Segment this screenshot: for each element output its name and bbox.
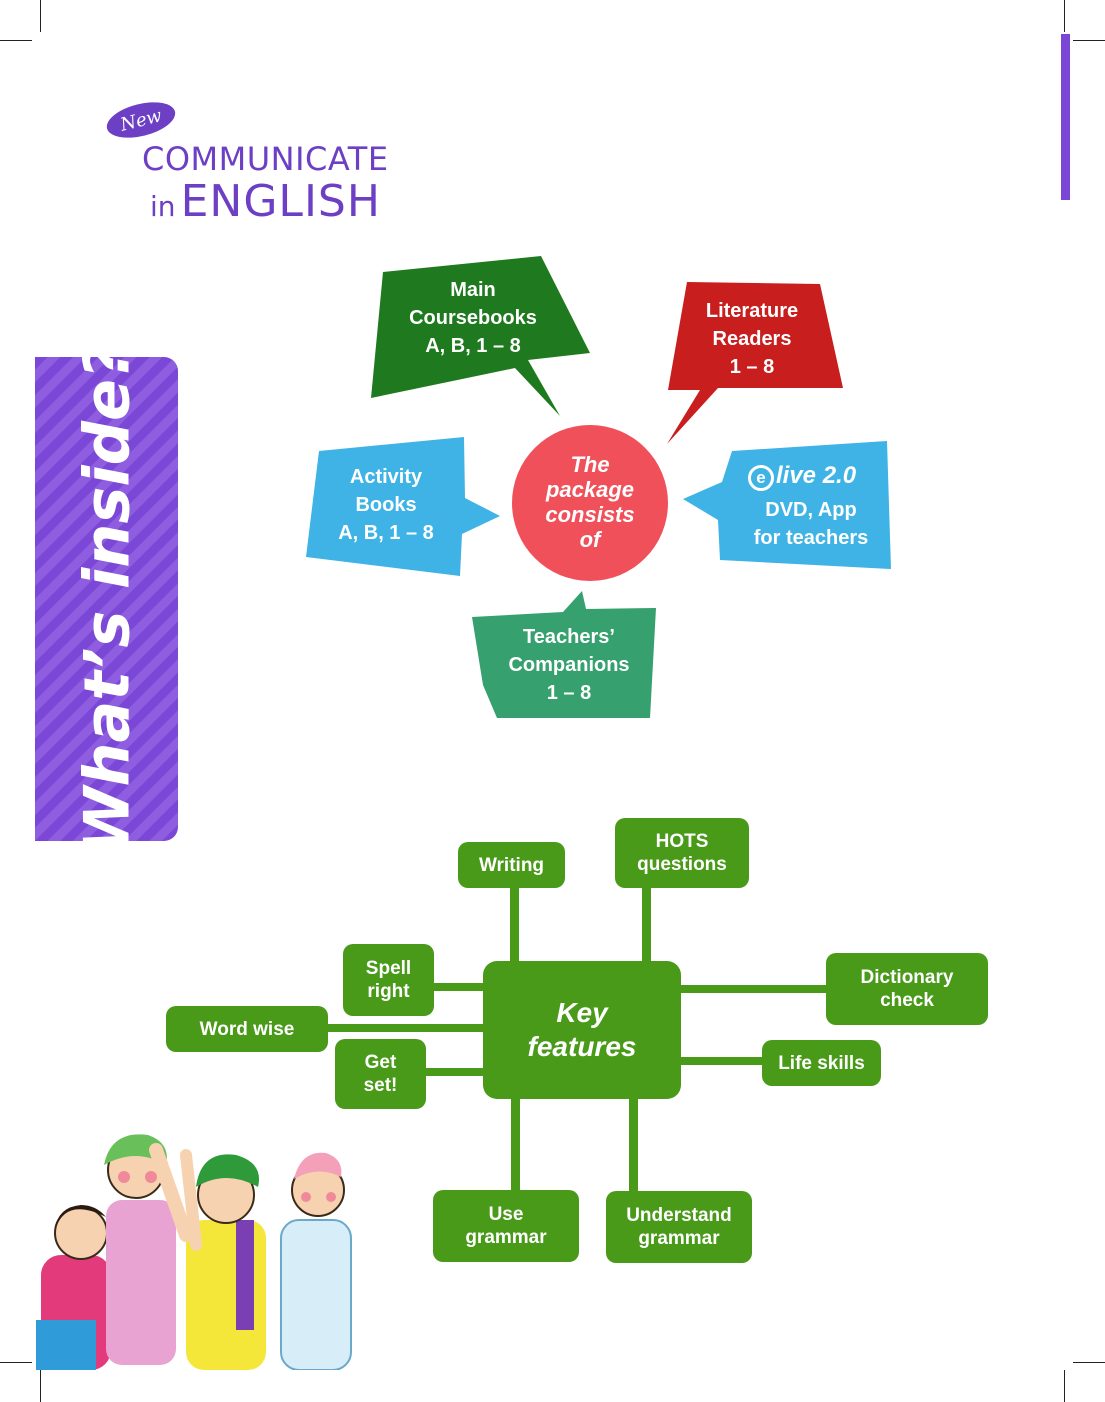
use-grammar-box: Use grammar (433, 1190, 579, 1262)
edge-accent-bar (1061, 34, 1070, 200)
side-title-ribbon (35, 357, 178, 841)
connector (430, 983, 490, 991)
label-line: DVD, App (765, 499, 857, 521)
label-line: Dictionary (860, 967, 954, 988)
label-line: Readers (712, 328, 792, 350)
label-line: The (570, 452, 610, 477)
main-coursebooks-bubble (371, 256, 590, 416)
logo-title-line1: COMMUNICATE (142, 140, 389, 178)
package-center-circle (512, 425, 668, 581)
literature-readers-bubble (667, 282, 843, 444)
elive-brand: live 2.0 (776, 462, 857, 489)
literature-readers-label: Literature Readers 1 – 8 (688, 297, 816, 381)
logo-english: ENGLISH (180, 176, 381, 227)
label-line: check (880, 990, 934, 1011)
crop-mark (1073, 40, 1105, 41)
label-line: package (545, 477, 635, 502)
elive-e-icon: e (748, 465, 774, 491)
figure-cheek (145, 1171, 157, 1183)
connector (420, 1068, 490, 1076)
crop-mark (0, 40, 32, 41)
understand-grammar-box: Understand grammar (606, 1191, 752, 1263)
connector (642, 885, 651, 965)
label-line: Get (364, 1052, 397, 1073)
label-line: consists (545, 502, 635, 527)
figure-arm (180, 1149, 202, 1251)
connector (676, 985, 830, 993)
crop-mark (1064, 1370, 1065, 1402)
teachers-companions-bubble (472, 591, 656, 718)
label-line: of (579, 527, 601, 552)
spell-right-box: Spell right (343, 944, 434, 1016)
label-line: A, B, 1 – 8 (338, 522, 434, 544)
crop-mark (0, 1362, 32, 1363)
label-line: 1 – 8 (729, 356, 775, 378)
main-coursebooks-label: Main Coursebooks A, B, 1 – 8 (398, 276, 548, 360)
label-line: Teachers’ (523, 626, 615, 648)
label-line: Use (488, 1204, 524, 1225)
label-line: features (527, 1031, 637, 1062)
label-line: HOTS (655, 831, 709, 852)
word-wise-box: Word wise (166, 1006, 328, 1052)
label-line: Books (355, 494, 417, 516)
figure-turban (196, 1154, 260, 1187)
label-line: Main (450, 279, 496, 301)
figure-hair (55, 1205, 106, 1229)
logo-in: in (150, 190, 176, 223)
hots-questions-box: HOTS questions (615, 818, 749, 888)
label-line: grammar (638, 1228, 720, 1249)
figure-body (106, 1200, 176, 1365)
writing-box: Writing (458, 842, 565, 888)
crop-mark (1073, 1362, 1105, 1363)
connector (511, 1095, 520, 1195)
label-line: for teachers (753, 527, 869, 549)
family-illustration (36, 1134, 352, 1370)
logo-title-line2: in ENGLISH (150, 176, 381, 227)
label-line: Literature (705, 300, 799, 322)
figure-arm (149, 1143, 193, 1242)
figure-skirt (36, 1320, 96, 1370)
crop-mark (40, 1370, 41, 1402)
activity-books-bubble (306, 437, 500, 576)
elive-label: DVD, App for teachers (740, 496, 882, 552)
get-set-box: Get set! (335, 1039, 426, 1109)
label-line: Writing (478, 854, 545, 876)
life-skills-box: Life skills (762, 1040, 881, 1086)
package-center-label: The package consists of (512, 424, 668, 580)
dictionary-check-box: Dictionary check (826, 953, 988, 1025)
label-line: Understand (626, 1205, 732, 1226)
connector (676, 1057, 766, 1065)
figure-cheek (301, 1192, 311, 1202)
elive-bubble (683, 441, 891, 569)
label-line: Key (556, 997, 608, 1028)
label-line: grammar (465, 1227, 547, 1248)
label-line: 1 – 8 (546, 682, 592, 704)
connector (510, 885, 519, 965)
label-line: set! (363, 1075, 398, 1096)
crop-mark (40, 0, 41, 32)
figure-cheek (118, 1171, 130, 1183)
figure-body (280, 1219, 352, 1370)
connector (322, 1024, 490, 1032)
connector (629, 1095, 638, 1195)
teachers-companions-label: Teachers’ Companions 1 – 8 (499, 623, 639, 707)
label-line: Coursebooks (409, 307, 537, 329)
figure-scarf (236, 1220, 254, 1330)
label-line: Activity (349, 466, 423, 488)
label-line: Life skills (778, 1052, 865, 1074)
figure-cheek (326, 1192, 336, 1202)
label-line: questions (637, 854, 727, 875)
label-line: right (367, 981, 410, 1002)
key-features-center: Key features (483, 961, 681, 1099)
label-line: Companions (508, 654, 630, 676)
label-line: Word wise (199, 1018, 295, 1040)
activity-books-label: Activity Books A, B, 1 – 8 (326, 463, 446, 547)
label-line: Spell (365, 958, 412, 979)
crop-mark (1064, 0, 1065, 32)
label-line: A, B, 1 – 8 (425, 335, 521, 357)
figure-hat (294, 1152, 342, 1179)
